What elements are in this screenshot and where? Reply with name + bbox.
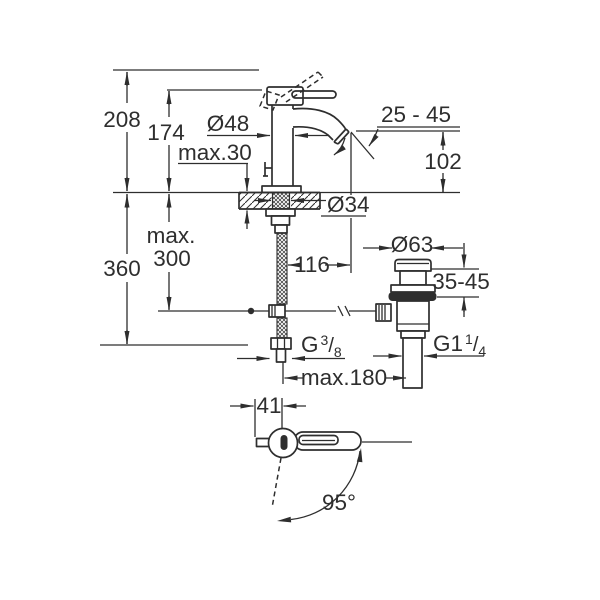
dimension-stream-range: 25 - 45 bbox=[381, 102, 451, 127]
dim-label-body-diameter: Ø48 bbox=[207, 111, 250, 136]
waste-collar bbox=[400, 330, 426, 339]
mounting-nut bbox=[270, 215, 291, 226]
spout-outer-edge bbox=[292, 107, 347, 130]
dim-label-stream-range: 25 - 45 bbox=[381, 102, 451, 127]
dim-label-swivel-angle: 95° bbox=[322, 490, 356, 515]
handle-top-view bbox=[255, 427, 363, 523]
dim-label-hole-diameter: Ø34 bbox=[327, 192, 370, 217]
dim-label-waste-deck-range: 35-45 bbox=[432, 269, 490, 294]
dimension-hole-diameter: Ø34 bbox=[254, 192, 370, 217]
dimension-waste-cap-diameter: Ø63 bbox=[363, 232, 463, 257]
dim-label-overall-height: 208 bbox=[103, 107, 141, 132]
dim-label-max-hose-2: 300 bbox=[153, 246, 191, 271]
flexible-hose-lower bbox=[276, 317, 288, 339]
dimension-spout-reach: 116 bbox=[287, 252, 351, 277]
dimension-swivel-angle: 95° bbox=[322, 490, 356, 515]
faucet-base bbox=[261, 185, 302, 194]
rod-ball-end bbox=[247, 307, 255, 315]
waste-cap bbox=[394, 258, 432, 272]
pop-up-waste-assembly bbox=[375, 258, 437, 389]
waste-neck bbox=[399, 270, 427, 286]
supply-nut bbox=[270, 337, 292, 350]
rod-coupling bbox=[268, 304, 286, 318]
waste-seal-ring bbox=[388, 292, 437, 301]
dim-label-spout-reach: 116 bbox=[294, 252, 330, 277]
flexible-hose-upper bbox=[276, 232, 288, 305]
dim-label-max-deck: max.30 bbox=[178, 140, 252, 165]
dimension-handle-offset: 41 bbox=[230, 393, 306, 437]
dim-label-max-projection: max.180 bbox=[301, 365, 387, 390]
dim-label-handle-offset: 41 bbox=[256, 393, 281, 418]
lever-cap bbox=[266, 86, 304, 106]
dim-label-total-depth: 360 bbox=[103, 256, 141, 281]
stream-arrow bbox=[333, 137, 346, 156]
dimension-max-projection: max.180 bbox=[284, 365, 407, 390]
handle-swivel-limit bbox=[271, 457, 282, 506]
lever-handle bbox=[291, 90, 337, 99]
dimension-max-hose: max. 300 bbox=[147, 194, 196, 311]
dimension-spout-height: 102 bbox=[424, 132, 462, 193]
waste-tailpipe bbox=[402, 337, 423, 389]
faucet-front-view bbox=[259, 71, 350, 194]
swivel-arc bbox=[290, 450, 361, 521]
mounting-washer bbox=[265, 208, 296, 217]
supply-stub bbox=[275, 348, 287, 363]
dimension-waste-deck-range: 35-45 bbox=[432, 243, 490, 317]
stream-indicators bbox=[333, 128, 379, 160]
dimension-total-depth: 360 bbox=[103, 194, 141, 345]
supply-and-rod bbox=[158, 191, 376, 363]
lever-cap-raised-outline bbox=[259, 90, 280, 111]
handle-stub bbox=[255, 437, 271, 448]
dimension-height-to-lever: 174 bbox=[147, 90, 185, 192]
dimension-max-deck: max.30 bbox=[178, 140, 252, 229]
handle-pin-slot bbox=[280, 435, 288, 450]
dim-label-spout-height: 102 bbox=[424, 149, 462, 174]
range-arrow bbox=[368, 128, 379, 147]
spout-inner-edge bbox=[292, 125, 334, 141]
dim-label-waste-cap-diameter: Ø63 bbox=[391, 232, 434, 257]
rod-connector-knob bbox=[375, 303, 392, 322]
stream-line bbox=[350, 131, 375, 160]
dimension-body-diameter: Ø48 bbox=[207, 111, 328, 138]
dimension-overall-height: 208 bbox=[103, 71, 141, 192]
waste-flange bbox=[390, 284, 436, 293]
waste-body bbox=[396, 300, 430, 332]
dim-label-max-hose-1: max. bbox=[147, 223, 196, 248]
threaded-shank bbox=[271, 191, 291, 210]
dim-label-height-to-lever: 174 bbox=[147, 120, 185, 145]
